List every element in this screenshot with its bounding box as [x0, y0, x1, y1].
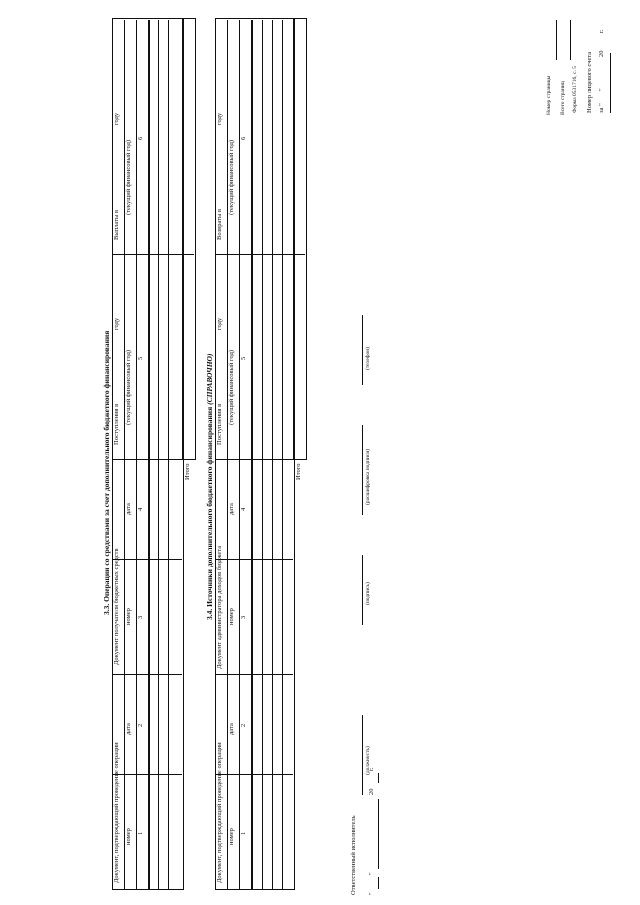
- t34-colnum-6: 6: [240, 136, 247, 140]
- section-3-4-title-main: 3.4. Источники дополнительного бюджетног…: [205, 406, 214, 620]
- phone-hint: (телефон): [365, 346, 371, 370]
- t33-col5: [112, 254, 182, 255]
- t34-total-row: [293, 18, 307, 460]
- sig-day-line: [378, 877, 379, 889]
- t33-col1: [112, 774, 182, 775]
- t33-col2: [112, 674, 182, 675]
- t33-total-label: Итого: [184, 463, 191, 480]
- t34-colnum-3: 3: [240, 615, 247, 619]
- t33-total-row: [182, 18, 196, 460]
- t34-returns-year: году: [216, 112, 223, 125]
- sig-month-line: [378, 799, 379, 869]
- section-3-4-title: 3.4. Источники дополнительного бюджетног…: [205, 354, 214, 620]
- sig-year-line: [378, 773, 379, 783]
- total-pages-line: [570, 20, 571, 60]
- page-number-label: Номер страницы: [546, 75, 552, 115]
- t34-header-row2: [239, 20, 240, 890]
- t34-receipts-hint: (текущий финансовый год): [228, 349, 235, 425]
- form-code: Форма 0531716, с. 5: [572, 66, 578, 113]
- t33-colnum-4: 4: [137, 507, 144, 511]
- table-3-3-body-top: [148, 20, 150, 890]
- t34-colnum-1: 1: [240, 831, 247, 835]
- t34-number-2: номер: [228, 608, 235, 625]
- t34-date-1: дата: [228, 723, 235, 735]
- t34-doc-admin-header: Документ администратора доходов бюджета: [216, 545, 223, 669]
- t33-receipts-hint: (текущий финансовый год): [125, 349, 132, 425]
- t33-row-a: [158, 20, 159, 890]
- t34-colnum-4: 4: [240, 507, 247, 511]
- t33-receipts-header: Поступления в: [113, 403, 120, 445]
- sig-date-prefix: ": [368, 892, 375, 895]
- t34-receipts-header: Поступления в: [216, 403, 223, 445]
- table-3-3-header-row2: [136, 20, 137, 890]
- t34-number-1: номер: [228, 828, 235, 845]
- header-date-mid: ": [598, 88, 605, 91]
- page-number-line: [556, 20, 557, 60]
- t33-col3: [112, 559, 182, 560]
- t34-returns-hint: (текущий финансовый год): [228, 139, 235, 215]
- t33-date-1: дата: [125, 723, 132, 735]
- t34-date-2: дата: [228, 503, 235, 515]
- t33-colnum-6: 6: [137, 136, 144, 140]
- t34-row-a: [262, 20, 263, 890]
- t33-doc-operation-header: Документ, подтверждающий проведение опер…: [113, 742, 120, 883]
- t34-total-div: [293, 254, 305, 255]
- t33-payments-header: Выплаты в: [113, 209, 120, 240]
- t34-colnum-2: 2: [240, 723, 247, 727]
- t33-number-2: номер: [125, 608, 132, 625]
- executor-label: Ответственный исполнитель: [350, 815, 357, 895]
- sig-year-prefix: 20: [368, 788, 375, 796]
- section-3-3-title: 3.3. Операции со средствами за счет допо…: [102, 330, 111, 615]
- t34-total-label: Итого: [295, 463, 302, 480]
- t33-colnum-3: 3: [137, 615, 144, 619]
- total-pages-label: Всего страниц: [560, 81, 566, 115]
- account-number-label: Номер лицевого счета: [586, 51, 593, 113]
- position-line: [362, 715, 363, 795]
- sig-date-mid: ": [368, 872, 375, 875]
- t34-receipts-year: году: [216, 317, 223, 330]
- decoding-hint: (расшифровка подписи): [365, 448, 371, 505]
- decoding-line: [362, 425, 363, 515]
- t33-colnum-1: 1: [137, 831, 144, 835]
- t33-colnum-5: 5: [137, 356, 144, 360]
- t33-payments-hint: (текущий финансовый год): [125, 139, 132, 215]
- t34-doc-operation-header: Документ, подтверждающий проведение опер…: [216, 742, 223, 883]
- t34-body-top: [251, 20, 253, 890]
- t34-colnum-5: 5: [240, 356, 247, 360]
- header-year-prefix: 20: [598, 50, 605, 58]
- t33-number-1: номер: [125, 828, 132, 845]
- t33-receipts-year: году: [113, 317, 120, 330]
- signature-line: [362, 555, 363, 625]
- signature-hint: (подпись): [365, 582, 371, 605]
- t34-returns-header: Возвраты в: [216, 208, 223, 240]
- section-3-4-title-note: (СПРАВОЧНО): [205, 353, 214, 405]
- t33-total-div: [182, 254, 194, 255]
- t33-row-b: [168, 20, 169, 890]
- header-day-line: [610, 93, 611, 103]
- t34-row-b: [272, 20, 273, 890]
- t33-col4: [112, 459, 182, 460]
- t33-date-2: дата: [125, 503, 132, 515]
- t34-row-c: [282, 20, 283, 890]
- phone-line: [362, 315, 363, 385]
- header-year-suffix: г.: [598, 29, 605, 33]
- t33-colnum-2: 2: [137, 723, 144, 727]
- header-date-prefix: за ": [598, 103, 605, 113]
- t33-payments-year: году: [113, 112, 120, 125]
- sig-year-suffix: г.: [368, 767, 375, 771]
- account-number-line: [610, 53, 611, 113]
- t33-doc-recipient-header: Документ получателя бюджетных средств: [113, 548, 120, 665]
